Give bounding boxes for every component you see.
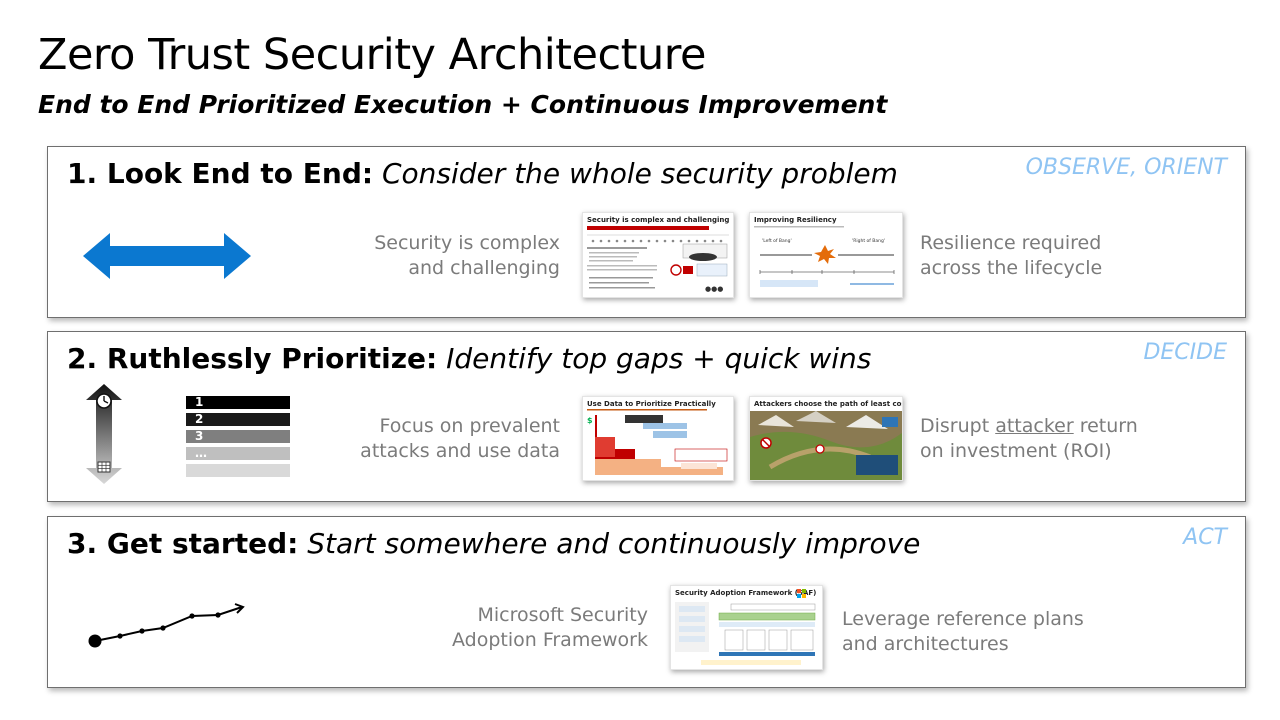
panel-heading-italic: Consider the whole security problem <box>381 157 898 190</box>
thumbnail-use-data: Use Data to Prioritize Practically $ <box>582 396 734 481</box>
thumbnail-security-adoption-framework: Security Adoption Framework (SAF) <box>670 585 823 670</box>
thumbnail-graphic <box>750 411 902 480</box>
thumbnail-title: Attackers choose the path of least cost/… <box>754 400 902 408</box>
ooda-tag: DECIDE <box>1143 340 1227 365</box>
svg-text:●●●: ●●● <box>705 285 723 293</box>
priority-item: 2 <box>186 413 290 426</box>
panel-heading-italic: Start somewhere and continuously improve <box>307 527 921 560</box>
right-caption-underlined: attacker <box>995 415 1074 437</box>
thumbnail-title: Use Data to Prioritize Practically <box>587 400 716 408</box>
panel-heading-bold: 3. Get started: <box>67 527 299 560</box>
right-caption-line: Resilience required <box>920 232 1102 254</box>
ooda-tag: ACT <box>1183 525 1227 550</box>
left-caption-line: Security is complex <box>374 232 560 254</box>
thumbnail-graphic: ●●● <box>587 226 729 293</box>
right-caption-line: on investment (ROI) <box>920 440 1112 462</box>
page-subtitle: End to End Prioritized Execution + Conti… <box>38 90 888 119</box>
right-caption-line: and architectures <box>842 633 1009 655</box>
priority-stack-icon <box>86 384 122 484</box>
panel-heading: 2. Ruthlessly Prioritize: Identify top g… <box>67 342 871 375</box>
double-arrow-icon <box>83 233 251 279</box>
svg-text:$: $ <box>587 416 593 425</box>
panel-look-end-to-end: 1. Look End to End: Consider the whole s… <box>47 146 1246 318</box>
left-caption-line: and challenging <box>408 257 560 279</box>
thumbnail-attackers-path: Attackers choose the path of least cost/… <box>749 396 903 481</box>
panel-heading: 3. Get started: Start somewhere and cont… <box>67 527 920 560</box>
ooda-tag: OBSERVE, ORIENT <box>1025 155 1227 180</box>
panel-heading: 1. Look End to End: Consider the whole s… <box>67 157 898 190</box>
thumbnail-title: Improving Resiliency <box>754 216 837 224</box>
left-caption-line: Microsoft Security <box>477 604 648 626</box>
left-caption-line: attacks and use data <box>360 440 560 462</box>
priority-item: 3 <box>186 430 290 443</box>
thumbnail-graphic <box>675 589 816 665</box>
thumbnail-graphic: $ <box>587 409 728 475</box>
priority-item: … <box>186 447 290 460</box>
left-of-bang-label: 'Left of Bang' <box>762 238 792 244</box>
right-of-bang-label: 'Right of Bang' <box>852 238 885 244</box>
priority-item: 1 <box>186 396 290 409</box>
thumbnail-graphic: 'Left of Bang' 'Right of Bang' <box>754 226 895 287</box>
right-caption-line: across the lifecycle <box>920 257 1103 279</box>
thumbnail-security-complex: Security is complex and challenging <box>582 212 734 298</box>
improvement-trend-icon <box>88 603 245 648</box>
right-caption-line: Leverage reference plans <box>842 608 1084 630</box>
thumbnail-improving-resiliency: Improving Resiliency 'Left of Bang' 'Rig… <box>749 212 903 298</box>
panel-heading-italic: Identify top gaps + quick wins <box>446 342 872 375</box>
left-caption-line: Focus on prevalent <box>379 415 561 437</box>
priority-item <box>186 464 290 477</box>
right-caption-line: Disrupt attacker return <box>920 414 1138 439</box>
thumbnail-title: Security is complex and challenging <box>587 216 730 224</box>
panel-get-started: 3. Get started: Start somewhere and cont… <box>47 516 1246 688</box>
thumbnail-title: Security Adoption Framework (SAF) <box>675 589 817 597</box>
panel-heading-bold: 1. Look End to End: <box>67 157 374 190</box>
right-caption-prefix: Disrupt <box>920 415 996 437</box>
panel-heading-bold: 2. Ruthlessly Prioritize: <box>67 342 438 375</box>
panel-ruthlessly-prioritize: 2. Ruthlessly Prioritize: Identify top g… <box>47 331 1246 502</box>
page-title: Zero Trust Security Architecture <box>38 30 706 80</box>
left-caption-line: Adoption Framework <box>451 629 648 651</box>
right-caption-suffix: return <box>1073 415 1138 437</box>
